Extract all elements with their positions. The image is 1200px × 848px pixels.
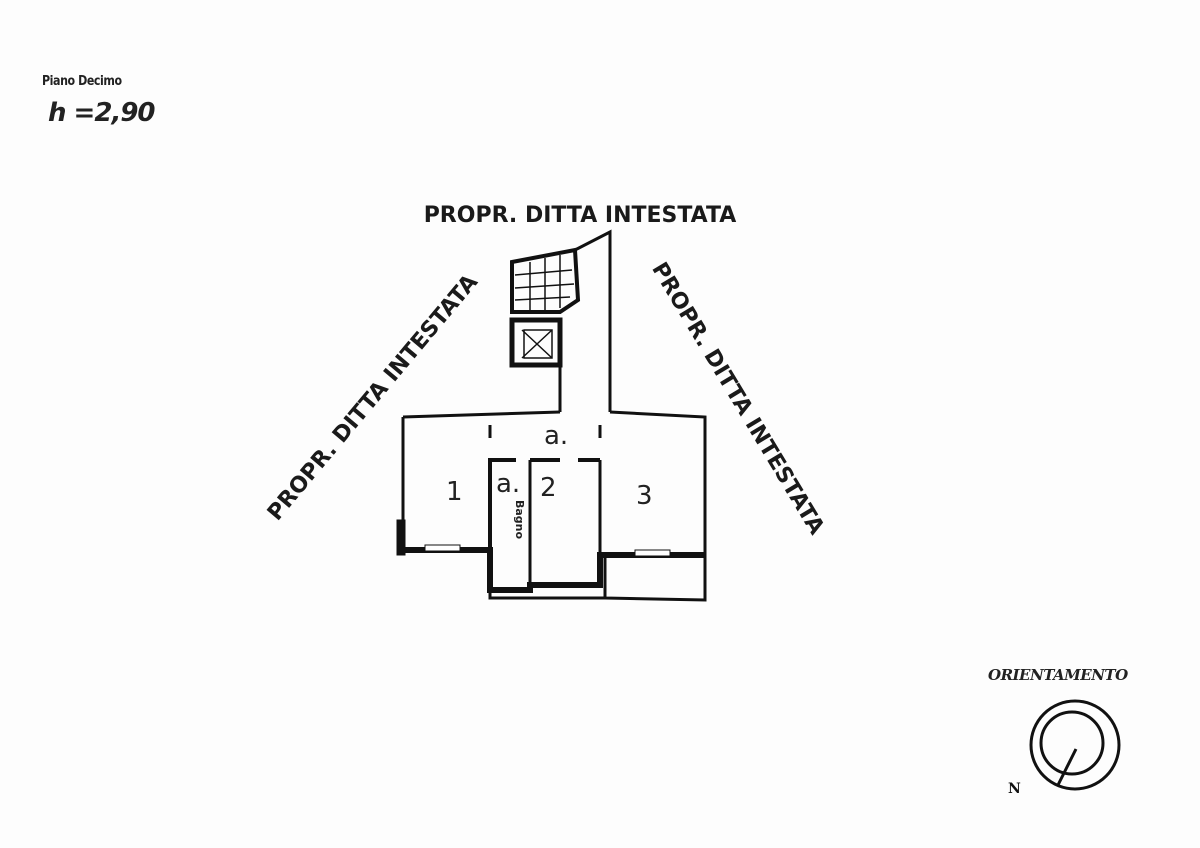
room-3-label: 3	[636, 481, 653, 511]
corridor-label: a.	[544, 421, 568, 451]
room-1-label: 1	[446, 477, 463, 507]
bath-label: Bagno	[513, 500, 526, 540]
orientation-title: ORIENTAMENTO	[988, 666, 1128, 684]
room-2-label: 2	[540, 473, 557, 503]
floor-label: Piano Decimo	[42, 74, 122, 89]
ceiling-height-label: h =2,90	[48, 98, 155, 128]
north-label: N	[1008, 781, 1021, 797]
neighbor-label-top: PROPR. DITTA INTESTATA	[424, 203, 737, 228]
bath-prefix-label: a.	[496, 469, 520, 499]
neighbor-label-right: PROPR. DITTA INTESTATA	[646, 258, 828, 539]
walls	[396, 229, 707, 602]
compass-icon	[1029, 699, 1121, 791]
